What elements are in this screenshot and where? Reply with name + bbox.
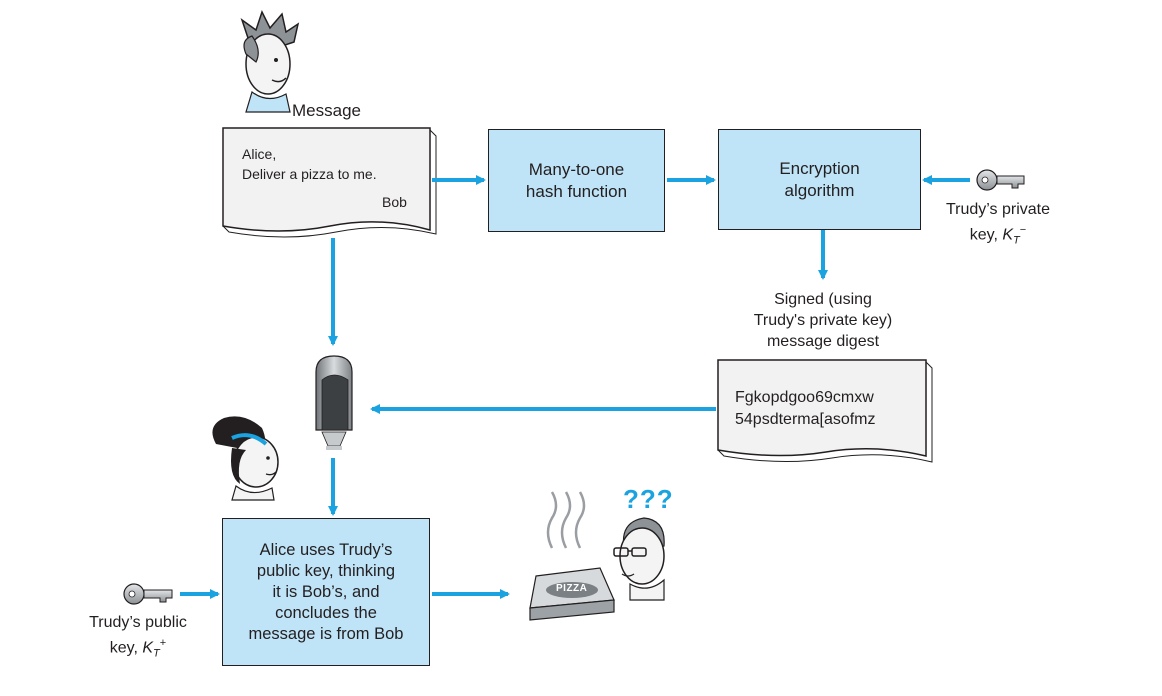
public-key-prefix: key,	[109, 639, 143, 657]
signed-digest-label: Signed (using Trudy's private key) messa…	[733, 289, 913, 352]
private-key-subscript: T	[1013, 234, 1020, 247]
hash-function-box: Many-to-one hash function	[488, 129, 665, 232]
message-line-2: Deliver a pizza to me.	[242, 166, 377, 182]
alice-box-line-4: concludes the	[275, 603, 377, 622]
confused-man-face-icon	[613, 517, 665, 601]
private-key-superscript: −	[1019, 224, 1027, 236]
message-line-1: Alice,	[242, 146, 277, 162]
encrypt-box-line-1: Encryption	[779, 159, 860, 178]
alice-decision-box: Alice uses Trudy’s public key, thinking …	[222, 518, 430, 666]
signed-label-line-1: Signed (using	[774, 291, 872, 308]
private-key-line-2: key, KT−	[928, 220, 1068, 252]
message-title: Message	[292, 101, 361, 120]
encrypt-box-line-2: algorithm	[784, 181, 855, 200]
private-key-prefix: key,	[969, 226, 1003, 244]
private-key-label: Trudy’s private key, KT−	[928, 199, 1068, 252]
alice-box-line-3: it is Bob’s, and	[272, 582, 380, 601]
mailbox-icon	[315, 355, 353, 450]
signed-label-line-3: message digest	[766, 333, 880, 350]
bob-face-icon	[240, 10, 300, 113]
alice-box-line-2: public key, thinking	[256, 561, 396, 580]
private-key-icon	[976, 169, 1025, 191]
encryption-algorithm-box: Encryption algorithm	[718, 129, 921, 230]
digest-line-1: Fgkopdgoo69cmxw	[735, 389, 874, 406]
alice-box-line-5: message is from Bob	[248, 624, 404, 643]
public-key-symbol: K	[142, 639, 154, 657]
signed-label-line-2: Trudy's private key)	[753, 312, 893, 329]
public-key-subscript: T	[153, 647, 160, 660]
hash-box-line-2: hash function	[525, 181, 628, 201]
public-key-icon	[123, 583, 173, 605]
message-signature: Bob	[382, 194, 407, 210]
alice-face-icon	[212, 416, 279, 501]
public-key-line-1: Trudy’s public	[89, 614, 187, 631]
private-key-line-1: Trudy’s private	[945, 201, 1051, 218]
digest-document-shape	[717, 359, 927, 457]
hash-box-line-1: Many-to-one	[528, 159, 625, 179]
message-document-shape	[222, 127, 431, 232]
pizza-label: PIZZA	[556, 583, 588, 594]
public-key-label: Trudy’s public key, KT+	[78, 612, 198, 665]
pizza-box-icon	[529, 491, 615, 621]
public-key-superscript: +	[159, 637, 167, 649]
digest-line-2: 54psdterma[asofmz	[735, 411, 876, 428]
private-key-symbol: K	[1002, 226, 1014, 244]
confused-question-marks: ???	[623, 484, 674, 514]
alice-box-line-1: Alice uses Trudy’s	[259, 540, 393, 559]
public-key-line-2: key, KT+	[78, 633, 198, 665]
